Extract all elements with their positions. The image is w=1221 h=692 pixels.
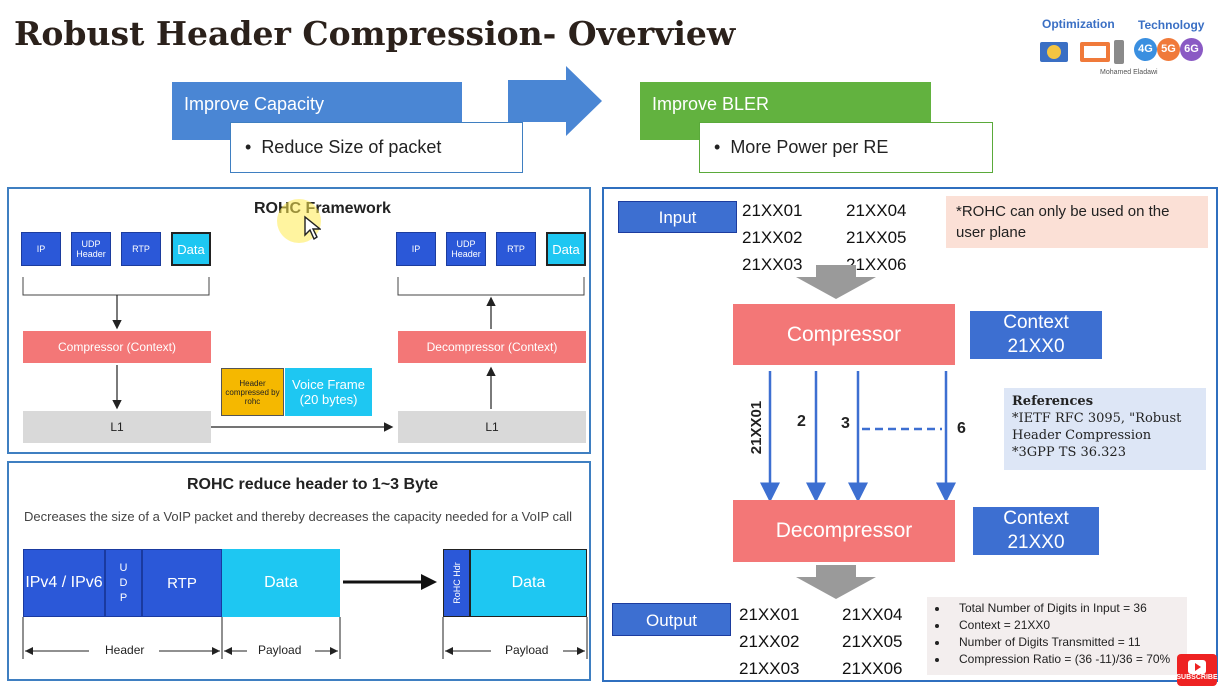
logo-author: Mohamed Eladawi — [1100, 69, 1158, 76]
stream-label-6: 6 — [957, 420, 966, 437]
stat-item: Compression Ratio = (36 -11)/36 = 70% — [949, 651, 1183, 668]
subscribe-button[interactable]: SUBSCRIBE — [1176, 654, 1218, 686]
subscribe-label: SUBSCRIBE — [1176, 673, 1218, 681]
reduce-description: Decreases the size of a VoIP packet and … — [24, 509, 573, 524]
output-label: Output — [612, 603, 731, 636]
rtp-block: RTP — [142, 549, 222, 617]
output-value: 21XX06 — [842, 659, 903, 678]
stat-item: Total Number of Digits in Input = 36 — [949, 600, 1183, 617]
reference-line: Header Compression — [1012, 428, 1152, 443]
output-value: 21XX03 — [739, 659, 800, 678]
udp-block-left: UDP Header — [71, 232, 111, 266]
more-power-box: • More Power per RE — [699, 122, 993, 173]
monitor-gauge-icon — [1040, 40, 1124, 64]
ip-block-left: IP — [21, 232, 61, 266]
input-value: 21XX04 — [846, 201, 907, 220]
generation-badges: 4G 5G 6G — [1134, 38, 1206, 64]
down-arrow-bottom-icon — [796, 565, 876, 599]
bullet-dot: • — [245, 137, 262, 157]
logo-technology-label: Technology — [1138, 18, 1205, 32]
data-block-2: Data — [470, 549, 587, 617]
output-value: 21XX02 — [739, 632, 800, 651]
compressor-context-left: Compressor (Context) — [23, 331, 211, 363]
voice-frame-box: Voice Frame (20 bytes) — [285, 368, 372, 416]
header-compressed-box: Header compressed by rohc — [221, 368, 284, 416]
badge-4g: 4G — [1134, 38, 1157, 61]
references-box: References *IETF RFC 3095, "Robust Heade… — [1004, 388, 1206, 470]
stream-label-first: 21XX01 — [740, 387, 774, 467]
l1-left: L1 — [23, 411, 211, 443]
rohc-hdr-label: RoHC Hdr — [451, 562, 462, 604]
output-column-2: 21XX04 21XX05 21XX06 — [842, 601, 903, 682]
reference-line: *IETF RFC 3095, "Robust — [1012, 411, 1182, 426]
reference-line: *3GPP TS 36.323 — [1012, 445, 1126, 460]
header-payload-dimensions — [22, 617, 588, 659]
output-value: 21XX05 — [842, 632, 903, 651]
ip-block-right: IP — [396, 232, 436, 266]
data-block-left: Data — [171, 232, 211, 266]
play-icon — [1188, 659, 1206, 674]
decompressor-context-right: Decompressor (Context) — [398, 331, 586, 363]
logo: Optimization Technology Mohamed Eladawi … — [1030, 14, 1210, 80]
more-power-text: More Power per RE — [730, 137, 889, 157]
stats-list: Total Number of Digits in Input = 36 Con… — [931, 600, 1183, 668]
input-value: 21XX05 — [846, 228, 907, 247]
context-bottom-label: Context — [1003, 508, 1069, 529]
context-bottom-value: 21XX0 — [1007, 532, 1065, 553]
bullet-dot: • — [714, 137, 731, 157]
page-title: Robust Header Compression- Overview — [14, 14, 736, 53]
payload-label-2: Payload — [505, 643, 549, 657]
ipv-block: IPv4 / IPv6 — [23, 549, 105, 617]
compression-example-panel: Input 21XX01 21XX02 21XX03 21XX04 21XX05… — [602, 187, 1218, 682]
references-title: References — [1012, 394, 1094, 409]
user-plane-note: *ROHC can only be used on the user plane — [946, 196, 1208, 248]
rtp-block-right: RTP — [496, 232, 536, 266]
rtp-block-left: RTP — [121, 232, 161, 266]
rohc-hdr-block: RoHC Hdr — [443, 549, 470, 617]
input-column-1: 21XX01 21XX02 21XX03 — [742, 197, 803, 278]
stream-label-3: 3 — [841, 415, 850, 432]
context-bottom-box: Context 21XX0 — [973, 507, 1099, 555]
stream-arrows — [760, 371, 956, 501]
down-arrow-top-icon — [796, 265, 876, 299]
logo-optimization-label: Optimization — [1042, 17, 1115, 31]
rohc-reduce-panel: ROHC reduce header to 1~3 Byte Decreases… — [7, 461, 591, 681]
badge-5g: 5G — [1157, 38, 1180, 61]
l1-right: L1 — [398, 411, 586, 443]
context-top-label: Context — [1003, 312, 1069, 333]
data-block: Data — [222, 549, 340, 617]
stream-label-2: 2 — [797, 413, 806, 430]
output-value: 21XX04 — [842, 605, 903, 624]
stat-item: Number of Digits Transmitted = 11 — [949, 634, 1183, 651]
decompressor-block: Decompressor — [733, 500, 955, 562]
input-value: 21XX01 — [742, 201, 803, 220]
context-top-box: Context 21XX0 — [970, 311, 1102, 359]
stat-item: Context = 21XX0 — [949, 617, 1183, 634]
input-value: 21XX02 — [742, 228, 803, 247]
reduce-arrow-icon — [343, 574, 437, 590]
payload-label: Payload — [258, 643, 302, 657]
stats-box: Total Number of Digits in Input = 36 Con… — [927, 597, 1187, 675]
reduce-size-text: Reduce Size of packet — [261, 137, 442, 157]
framework-connectors — [22, 277, 585, 432]
header-label: Header — [105, 643, 145, 657]
udp-block: U D P — [105, 549, 142, 617]
output-column-1: 21XX01 21XX02 21XX03 — [739, 601, 800, 682]
rohc-framework-panel: ROHC Framework IP UDP Header RTP Data IP… — [7, 187, 591, 454]
data-block-right: Data — [546, 232, 586, 266]
mouse-cursor-icon — [304, 215, 321, 241]
big-right-arrow-icon — [508, 66, 602, 136]
udp-block-right: UDP Header — [446, 232, 486, 266]
input-value: 21XX03 — [742, 255, 803, 274]
reduce-title: ROHC reduce header to 1~3 Byte — [187, 476, 439, 493]
badge-6g: 6G — [1180, 38, 1203, 61]
reduce-size-box: • Reduce Size of packet — [230, 122, 523, 173]
stream-first-text: 21XX01 — [748, 400, 766, 454]
input-value: 21XX06 — [846, 255, 907, 274]
input-column-2: 21XX04 21XX05 21XX06 — [846, 197, 907, 278]
compressor-block: Compressor — [733, 304, 955, 365]
context-top-value: 21XX0 — [1007, 336, 1065, 357]
input-label: Input — [618, 201, 737, 233]
output-value: 21XX01 — [739, 605, 800, 624]
